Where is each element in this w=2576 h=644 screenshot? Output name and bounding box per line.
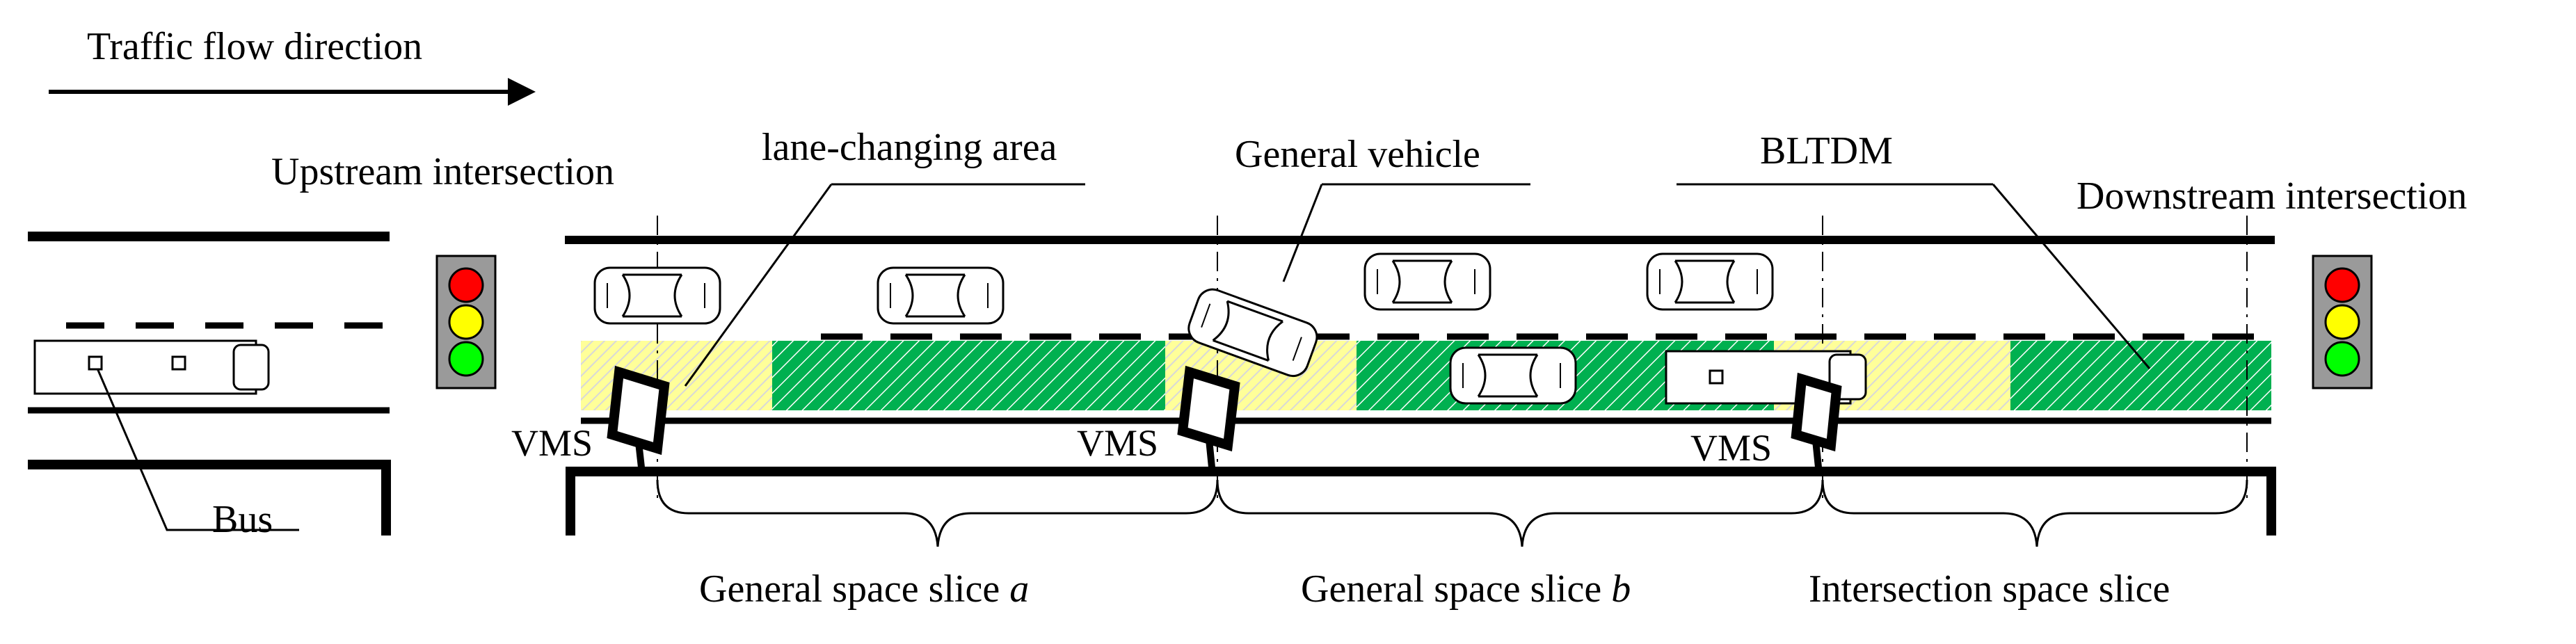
bltdm-band-3 [2010, 341, 2271, 410]
car-vehicle [1646, 252, 1774, 311]
bltdm-pointer [1992, 184, 2151, 369]
slice-braces [656, 479, 2248, 547]
slice-b-label: General space slice b [1301, 567, 1631, 611]
vms-label-1: VMS [511, 422, 593, 464]
bltdm-label: BLTDM [1760, 129, 1893, 172]
car-vehicle [877, 266, 1005, 325]
bus-leader-line [96, 368, 299, 531]
general-vehicle-label: General vehicle [1235, 133, 1480, 176]
vms-sign-1 [607, 365, 670, 468]
lane-changing-area-label: lane-changing area [762, 126, 1057, 169]
car-vehicle [1449, 346, 1577, 405]
slice-a-label: General space slice a [699, 567, 1029, 611]
downstream-traffic-light [2312, 255, 2373, 389]
red-light-icon [448, 267, 484, 303]
yellow-light-icon [448, 304, 484, 340]
car-vehicle [1363, 252, 1491, 311]
flow-direction-label: Traffic flow direction [87, 25, 422, 68]
slice-boundaries [657, 216, 2248, 501]
brace-slice-b [1216, 479, 1824, 547]
downstream-intersection-label: Downstream intersection [2077, 175, 2467, 218]
green-light-icon [448, 341, 484, 377]
vms-sign-2 [1177, 365, 1240, 468]
general-vehicle-pointer [1282, 184, 1323, 282]
bus-label: Bus [212, 498, 273, 541]
yellow-light-icon [2324, 304, 2360, 340]
lane-changing-pointer [684, 184, 833, 387]
lane-changing-area-1 [581, 341, 772, 410]
red-light-icon [2324, 267, 2360, 303]
bltdm-band-1 [772, 341, 1165, 410]
car-vehicle [593, 266, 721, 325]
bus-vehicle [33, 339, 270, 395]
brace-slice-intersection [1821, 479, 2248, 547]
vms-label-3: VMS [1690, 427, 1772, 469]
vms-sign-3 [1791, 372, 1842, 468]
brace-slice-a [656, 479, 1219, 547]
upstream-traffic-light [435, 255, 497, 389]
upstream-road [28, 232, 391, 536]
vms-label-2: VMS [1077, 422, 1158, 464]
green-light-icon [2324, 341, 2360, 377]
upstream-intersection-label: Upstream intersection [271, 150, 614, 193]
slice-intersection-label: Intersection space slice [1809, 567, 2170, 611]
flow-direction-arrowhead-icon [508, 78, 536, 106]
